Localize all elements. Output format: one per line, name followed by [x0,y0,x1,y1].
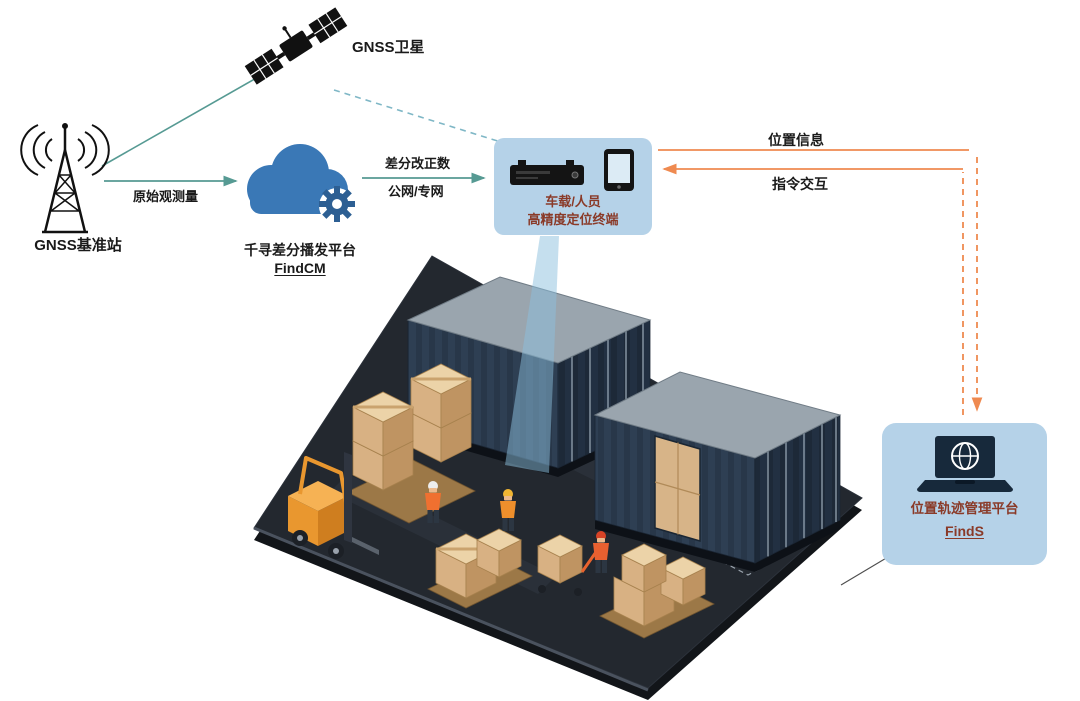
cloud-platform-name: FindCM [274,260,326,276]
platform-curb [253,526,649,692]
worker [500,489,516,531]
forklift [288,452,379,559]
finds-callout-line [840,556,889,586]
cloud-gear-icon [247,144,355,224]
position-info-label: 位置信息 [768,132,824,148]
carton-stack-left [346,363,476,524]
satellite-label: GNSS卫星 [352,39,425,56]
terminal-label-line2: 高精度定位终端 [527,211,619,227]
raw-observation-label: 原始观测量 [133,189,199,204]
satellite-to-terminal-dashed-line [333,89,505,144]
container-open-door-cargo [654,435,701,542]
pallet-jack [537,534,598,596]
carton-pallet-front [427,528,533,609]
base-station-icon [20,123,110,234]
management-platform-title: 位置轨迹管理平台 [910,501,1019,516]
satellite-icon [244,7,348,85]
carton-stack-right [599,543,715,639]
cloud-platform-title: 千寻差分播发平台 [244,242,356,258]
terminal-panel: 车载/人员 高精度定位终端 [494,138,652,235]
warehouse-scene [253,236,863,700]
laptop-globe-icon [916,436,1013,492]
container-door-rods [767,417,837,557]
worker [593,531,609,573]
terminal-label-line1: 车载/人员 [545,194,601,209]
management-platform-panel: 位置轨迹管理平台 FindS [882,423,1047,565]
base-station-label: GNSS基准站 [34,237,122,254]
management-platform-name: FindS [945,523,984,540]
gear-icon [319,186,355,222]
diff-correction-label: 差分改正数 [385,156,451,171]
receiver-and-phone-icon [510,149,634,191]
network-label: 公网/专网 [388,184,444,199]
positioning-beam [505,236,559,473]
satellite-to-station-line [101,75,261,167]
connector-lines [101,75,983,586]
worker [425,481,441,523]
command-interaction-label: 指令交互 [772,176,828,192]
container-right [593,371,842,572]
